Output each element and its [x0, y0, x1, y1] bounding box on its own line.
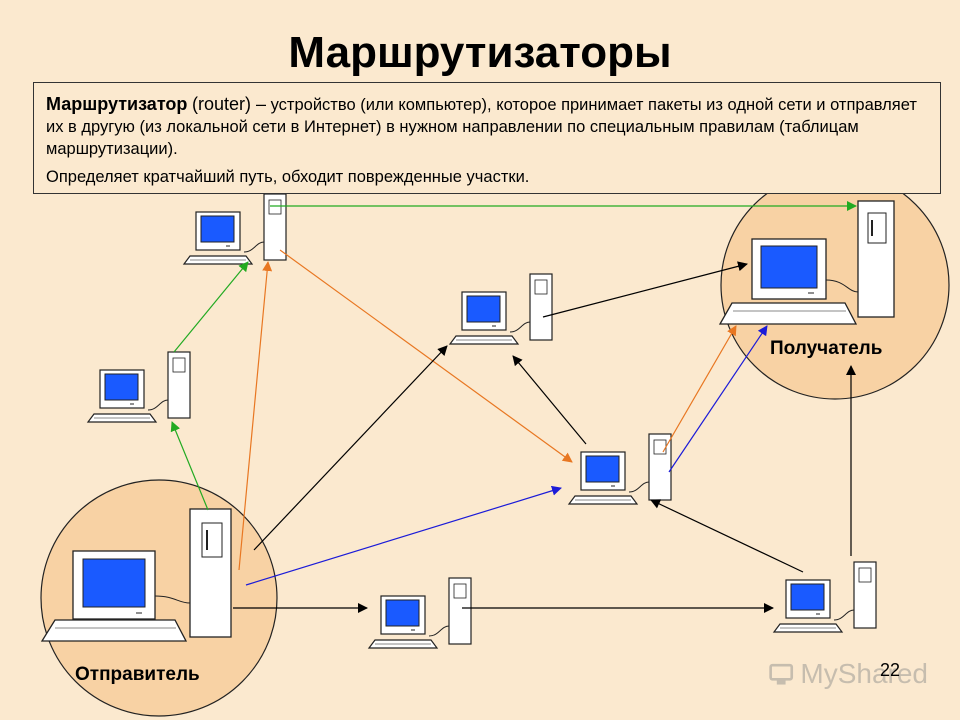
green-path-segment	[173, 261, 249, 353]
router-center	[568, 433, 672, 505]
green-path-segment	[170, 421, 209, 511]
definition-text: устройство (или компьютер), которое прин…	[46, 96, 917, 158]
black-link	[542, 261, 748, 318]
orange-path-segment	[279, 249, 573, 463]
watermark: MyShared	[768, 656, 928, 692]
definition-router-word: (router) –	[191, 94, 267, 114]
black-link	[650, 499, 804, 573]
blue-path-segment	[245, 485, 562, 586]
router-bottom-middle	[368, 577, 472, 649]
sender-label: Отправитель	[75, 664, 200, 685]
definition-note: Определяет кратчайший путь, обходит повр…	[46, 168, 530, 186]
black-link	[512, 355, 587, 445]
black-link	[253, 345, 448, 551]
router-top-left	[183, 193, 287, 265]
blue-path-segment	[668, 325, 768, 473]
receiver-computer	[718, 200, 895, 325]
watermark-text: MyShared	[800, 658, 928, 689]
definition-term: Маршрутизатор	[46, 94, 188, 114]
page-number: 22	[880, 660, 901, 680]
sender-computer	[40, 508, 232, 642]
router-left	[87, 351, 191, 423]
page-title: Маршрутизаторы	[288, 28, 672, 77]
router-middle-top	[449, 273, 553, 345]
orange-path-segment	[662, 325, 737, 453]
receiver-label: Получатель	[770, 338, 883, 359]
orange-path-segment	[238, 261, 273, 571]
watermark-logo-icon	[769, 663, 794, 685]
definition-box: Маршрутизатор (router) – устройство (или…	[33, 82, 941, 194]
router-bottom-right	[773, 561, 877, 633]
